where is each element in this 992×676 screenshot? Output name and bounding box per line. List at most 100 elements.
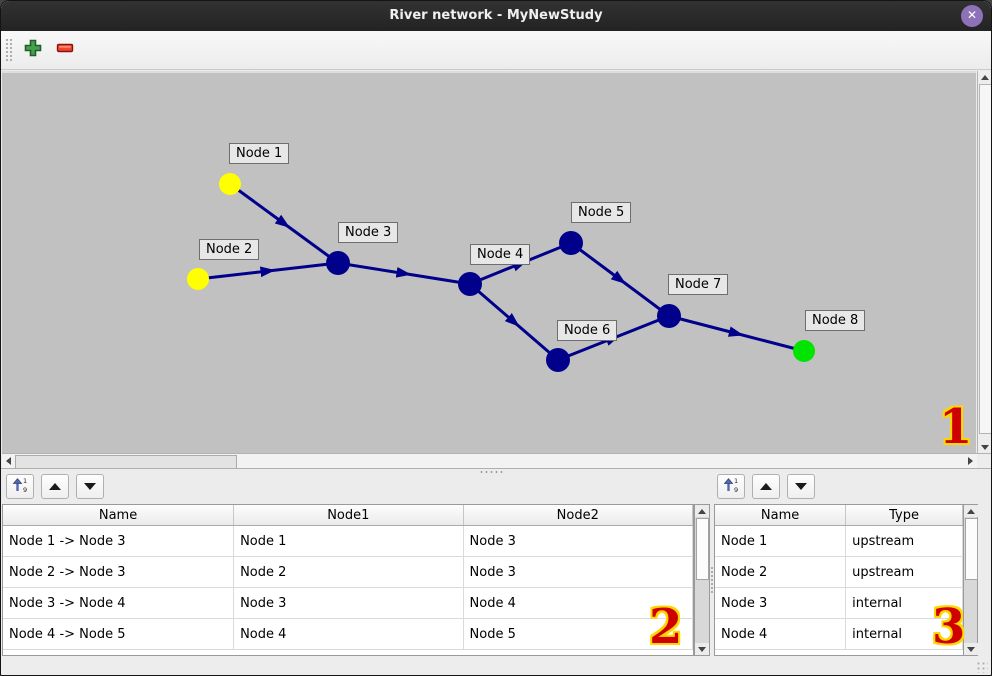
table-cell[interactable]: Node 3 <box>463 525 693 557</box>
scroll-down-button[interactable] <box>964 643 978 655</box>
table-cell[interactable]: Node 1 <box>715 525 847 557</box>
scroll-left-button[interactable] <box>2 455 14 467</box>
down-arrow-icon <box>795 483 807 490</box>
table-cell[interactable]: internal <box>845 618 963 650</box>
links-move-up-button[interactable] <box>41 474 69 499</box>
column-header[interactable]: Name <box>715 505 847 526</box>
column-header[interactable]: Name <box>3 505 235 526</box>
node-label[interactable]: Node 1 <box>229 143 290 164</box>
up-arrow-icon <box>49 483 61 490</box>
table-cell[interactable]: Node 4 <box>233 618 464 650</box>
splitter-handle-icon <box>479 470 505 473</box>
scroll-right-button[interactable] <box>964 455 976 467</box>
graph-node[interactable] <box>326 251 350 275</box>
up-arrow-icon <box>760 483 772 490</box>
table-cell[interactable]: upstream <box>845 525 963 557</box>
table-cell[interactable]: Node 3 <box>463 556 693 588</box>
graph-node[interactable] <box>793 340 815 362</box>
graph-edge[interactable] <box>570 241 670 318</box>
table-splitter[interactable] <box>710 504 714 656</box>
down-arrow-icon <box>698 646 706 652</box>
table-cell[interactable]: Node 5 <box>463 618 693 650</box>
column-header[interactable]: Node2 <box>463 505 693 526</box>
node-label[interactable]: Node 5 <box>571 202 632 223</box>
nodes-sort-button[interactable]: 1 9 <box>717 474 745 499</box>
status-bar <box>1 656 991 675</box>
table-cell[interactable]: Node 3 <box>233 587 464 619</box>
graph-edge[interactable] <box>229 182 339 265</box>
svg-text:1: 1 <box>23 477 27 485</box>
scrollbar-thumb[interactable] <box>965 518 978 580</box>
scrollbar-thumb[interactable] <box>696 518 709 580</box>
right-arrow-icon <box>967 457 973 465</box>
minus-icon <box>56 39 74 61</box>
links-move-down-button[interactable] <box>76 474 104 499</box>
column-header[interactable]: Node1 <box>233 505 464 526</box>
node-label[interactable]: Node 6 <box>557 320 618 341</box>
panel-splitter[interactable] <box>1 468 991 474</box>
toolbar-drag-handle[interactable] <box>5 38 13 62</box>
graph-node[interactable] <box>657 304 681 328</box>
table-cell[interactable]: Node 3 <box>715 587 847 619</box>
scrollbar-thumb[interactable] <box>979 84 991 434</box>
node-label[interactable]: Node 8 <box>805 310 866 331</box>
scroll-up-button[interactable] <box>979 71 991 83</box>
graph-node[interactable] <box>458 272 482 296</box>
node-label[interactable]: Node 4 <box>470 244 531 265</box>
svg-text:1: 1 <box>734 477 738 485</box>
scrollbar-thumb[interactable] <box>15 455 237 469</box>
table-cell[interactable]: internal <box>845 587 963 619</box>
graph-edge[interactable] <box>197 261 339 281</box>
sort-icon: 1 9 <box>723 477 739 497</box>
resize-grip[interactable] <box>976 661 988 673</box>
table-cell[interactable]: Node 4 <box>463 587 693 619</box>
nodes-move-up-button[interactable] <box>752 474 780 499</box>
node-label[interactable]: Node 2 <box>199 239 260 260</box>
table-cell[interactable]: Node 3 -> Node 4 <box>3 587 235 619</box>
add-link-button[interactable] <box>19 36 47 64</box>
scroll-up-button[interactable] <box>695 505 709 517</box>
scroll-down-button[interactable] <box>979 441 991 453</box>
graph-node[interactable] <box>559 231 583 255</box>
node-label[interactable]: Node 7 <box>668 274 729 295</box>
svg-text:9: 9 <box>23 486 27 493</box>
network-canvas[interactable]: Node 1 Node 2 Node 3 Node 4 Node 5 Node 6 Node… <box>2 71 976 455</box>
table-cell[interactable]: Node 2 <box>233 556 464 588</box>
scroll-corner <box>977 453 991 468</box>
table-cell[interactable]: Node 2 -> Node 3 <box>3 556 235 588</box>
graph-edge[interactable] <box>469 282 559 362</box>
scroll-up-button[interactable] <box>964 505 978 517</box>
table-cell[interactable]: Node 1 -> Node 3 <box>3 525 235 557</box>
splitter-handle-icon <box>710 566 714 594</box>
table-cell[interactable]: Node 4 -> Node 5 <box>3 618 235 650</box>
graph-edge[interactable] <box>337 261 471 286</box>
table-cell[interactable]: Node 4 <box>715 618 847 650</box>
canvas-vscrollbar <box>977 71 991 453</box>
close-button[interactable]: ✕ <box>961 5 983 27</box>
graph-node[interactable] <box>219 173 241 195</box>
table-cell[interactable]: Node 2 <box>715 556 847 588</box>
node-label[interactable]: Node 3 <box>338 222 399 243</box>
left-arrow-icon <box>5 457 11 465</box>
title-bar[interactable]: River network - MyNewStudy ✕ <box>1 1 991 31</box>
graph-node[interactable] <box>546 348 570 372</box>
scroll-down-button[interactable] <box>695 643 709 655</box>
nodes-move-down-button[interactable] <box>787 474 815 499</box>
links-table-scrollbar <box>694 504 710 656</box>
up-arrow-icon <box>698 508 706 514</box>
links-sort-button[interactable]: 1 9 <box>6 474 34 499</box>
graph-edge[interactable] <box>668 314 805 353</box>
column-header[interactable]: Type <box>845 505 963 526</box>
table-cell[interactable]: upstream <box>845 556 963 588</box>
down-arrow-icon <box>967 646 975 652</box>
table-cell[interactable]: Node 1 <box>233 525 464 557</box>
remove-link-button[interactable] <box>51 36 79 64</box>
graph-node[interactable] <box>187 268 209 290</box>
